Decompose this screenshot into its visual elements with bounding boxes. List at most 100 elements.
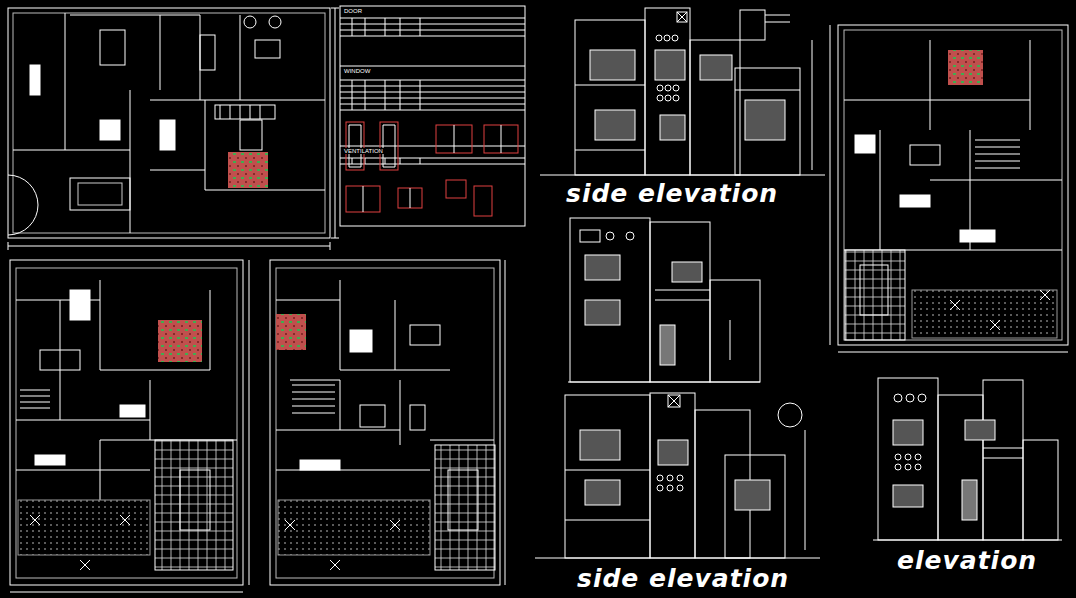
ground-floor-plan (220, 105, 260, 119)
side-elevation-drawing (657, 85, 663, 91)
side-elevation-drawing (590, 50, 635, 80)
side-elevation-drawing (575, 20, 645, 175)
schedule-table (340, 6, 525, 226)
first-floor-plan (155, 440, 233, 570)
side-elevation-drawing (677, 12, 687, 22)
table-heading: DOOR (343, 8, 363, 14)
third-floor-plan (860, 265, 888, 315)
front-elevation-drawing (938, 395, 983, 540)
ground-floor-plan (8, 8, 330, 238)
side-elevation-drawing (668, 395, 680, 407)
front-elevation-drawing (894, 394, 902, 402)
side-elevation-drawing (655, 290, 730, 360)
side-elevation-drawing (765, 15, 790, 22)
side-elevation-drawing (664, 35, 670, 41)
first-floor-plan (158, 320, 202, 362)
side-elevation-drawing (585, 480, 620, 505)
third-floor-plan (975, 140, 1020, 168)
third-floor-plan (844, 40, 1062, 250)
ground-floor-plan (244, 16, 256, 28)
side-elevation-drawing (660, 115, 685, 140)
side-elevation-drawing (745, 100, 785, 140)
side-elevation-drawing (650, 393, 695, 558)
schedule-table (346, 122, 518, 216)
schedule-table (340, 6, 525, 226)
first-floor-plan (18, 500, 150, 555)
side-elevation-drawing (710, 280, 760, 382)
second-floor-plan (270, 260, 505, 585)
second-floor-plan (360, 405, 385, 427)
ground-floor-plan (13, 13, 325, 233)
ground-floor-plan (8, 242, 330, 250)
ground-floor-plan (78, 183, 122, 205)
front-elevation-drawing (918, 394, 926, 402)
third-floor-plan (830, 25, 1068, 352)
second-floor-plan (505, 260, 506, 585)
second-floor-plan (350, 330, 372, 352)
side-elevation-drawing (665, 85, 671, 91)
first-floor-plan (70, 290, 90, 320)
side-elevation-drawing (645, 8, 690, 175)
front-elevation-drawing (915, 454, 921, 460)
first-floor-plan (120, 405, 145, 417)
second-floor-plan (292, 385, 335, 413)
front-elevation-drawing (962, 480, 977, 520)
side-elevation-drawing (595, 110, 635, 140)
side-elevation-drawing (778, 403, 802, 427)
third-floor-plan (950, 290, 1050, 330)
second-floor-plan (410, 405, 425, 430)
side-elevation-drawing (665, 95, 671, 101)
side-elevation-drawing (585, 300, 620, 325)
third-floor-plan (912, 290, 1057, 338)
side-elevation-drawing (657, 485, 663, 491)
front-elevation-drawing (983, 380, 1023, 540)
ground-floor-plan (160, 120, 175, 150)
third-floor-plan (900, 195, 930, 207)
front-elevation-drawing (873, 378, 1062, 540)
side-elevation-drawing (655, 50, 685, 80)
front-elevation-drawing (965, 420, 995, 440)
second-floor-plan (285, 520, 400, 570)
front-elevation-drawing (878, 378, 938, 540)
side-elevation-drawing (667, 485, 673, 491)
second-floor-plan (270, 260, 500, 585)
side-elevation-drawing (657, 475, 663, 481)
ground-floor-plan (269, 16, 281, 28)
second-floor-plan (435, 445, 495, 570)
front-elevation-drawing (895, 454, 901, 460)
side-elevation-drawing (740, 10, 765, 40)
side-elevation-drawing (673, 95, 679, 101)
front-elevation-drawing (1023, 440, 1058, 540)
side-elevation-drawing (677, 475, 683, 481)
side-elevation-drawing (660, 325, 675, 365)
front-elevation-drawing (893, 420, 923, 445)
side-elevation-drawing (580, 430, 620, 460)
table-heading: WINDOW (343, 68, 371, 74)
front-elevation-drawing (906, 394, 914, 402)
first-floor-plan (180, 470, 210, 530)
first-floor-plan (10, 260, 249, 592)
side-elevation-drawing (657, 95, 663, 101)
schedule-table (352, 18, 420, 164)
side-elevation-drawing (668, 395, 680, 407)
side-elevation-drawing (725, 455, 785, 558)
front-elevation-drawing (983, 448, 1023, 458)
second-floor-plan (278, 500, 430, 555)
second-floor-plan (276, 268, 494, 578)
side-elevation-drawing (570, 218, 650, 382)
first-floor-plan (30, 515, 130, 570)
side-elevation-drawing (667, 475, 673, 481)
second-floor-plan (276, 314, 306, 350)
side-elevation-drawing (735, 68, 800, 175)
side-elevation-drawing (575, 40, 812, 170)
side-elevation-drawing (568, 218, 760, 382)
side-elevation-drawing (656, 35, 662, 41)
front-elevation-drawing (915, 464, 921, 470)
ground-floor-plan (100, 120, 120, 140)
side-elevation-drawing (580, 230, 600, 242)
third-floor-plan (844, 30, 1062, 340)
schedule-table (446, 180, 466, 198)
third-floor-plan (960, 230, 995, 242)
